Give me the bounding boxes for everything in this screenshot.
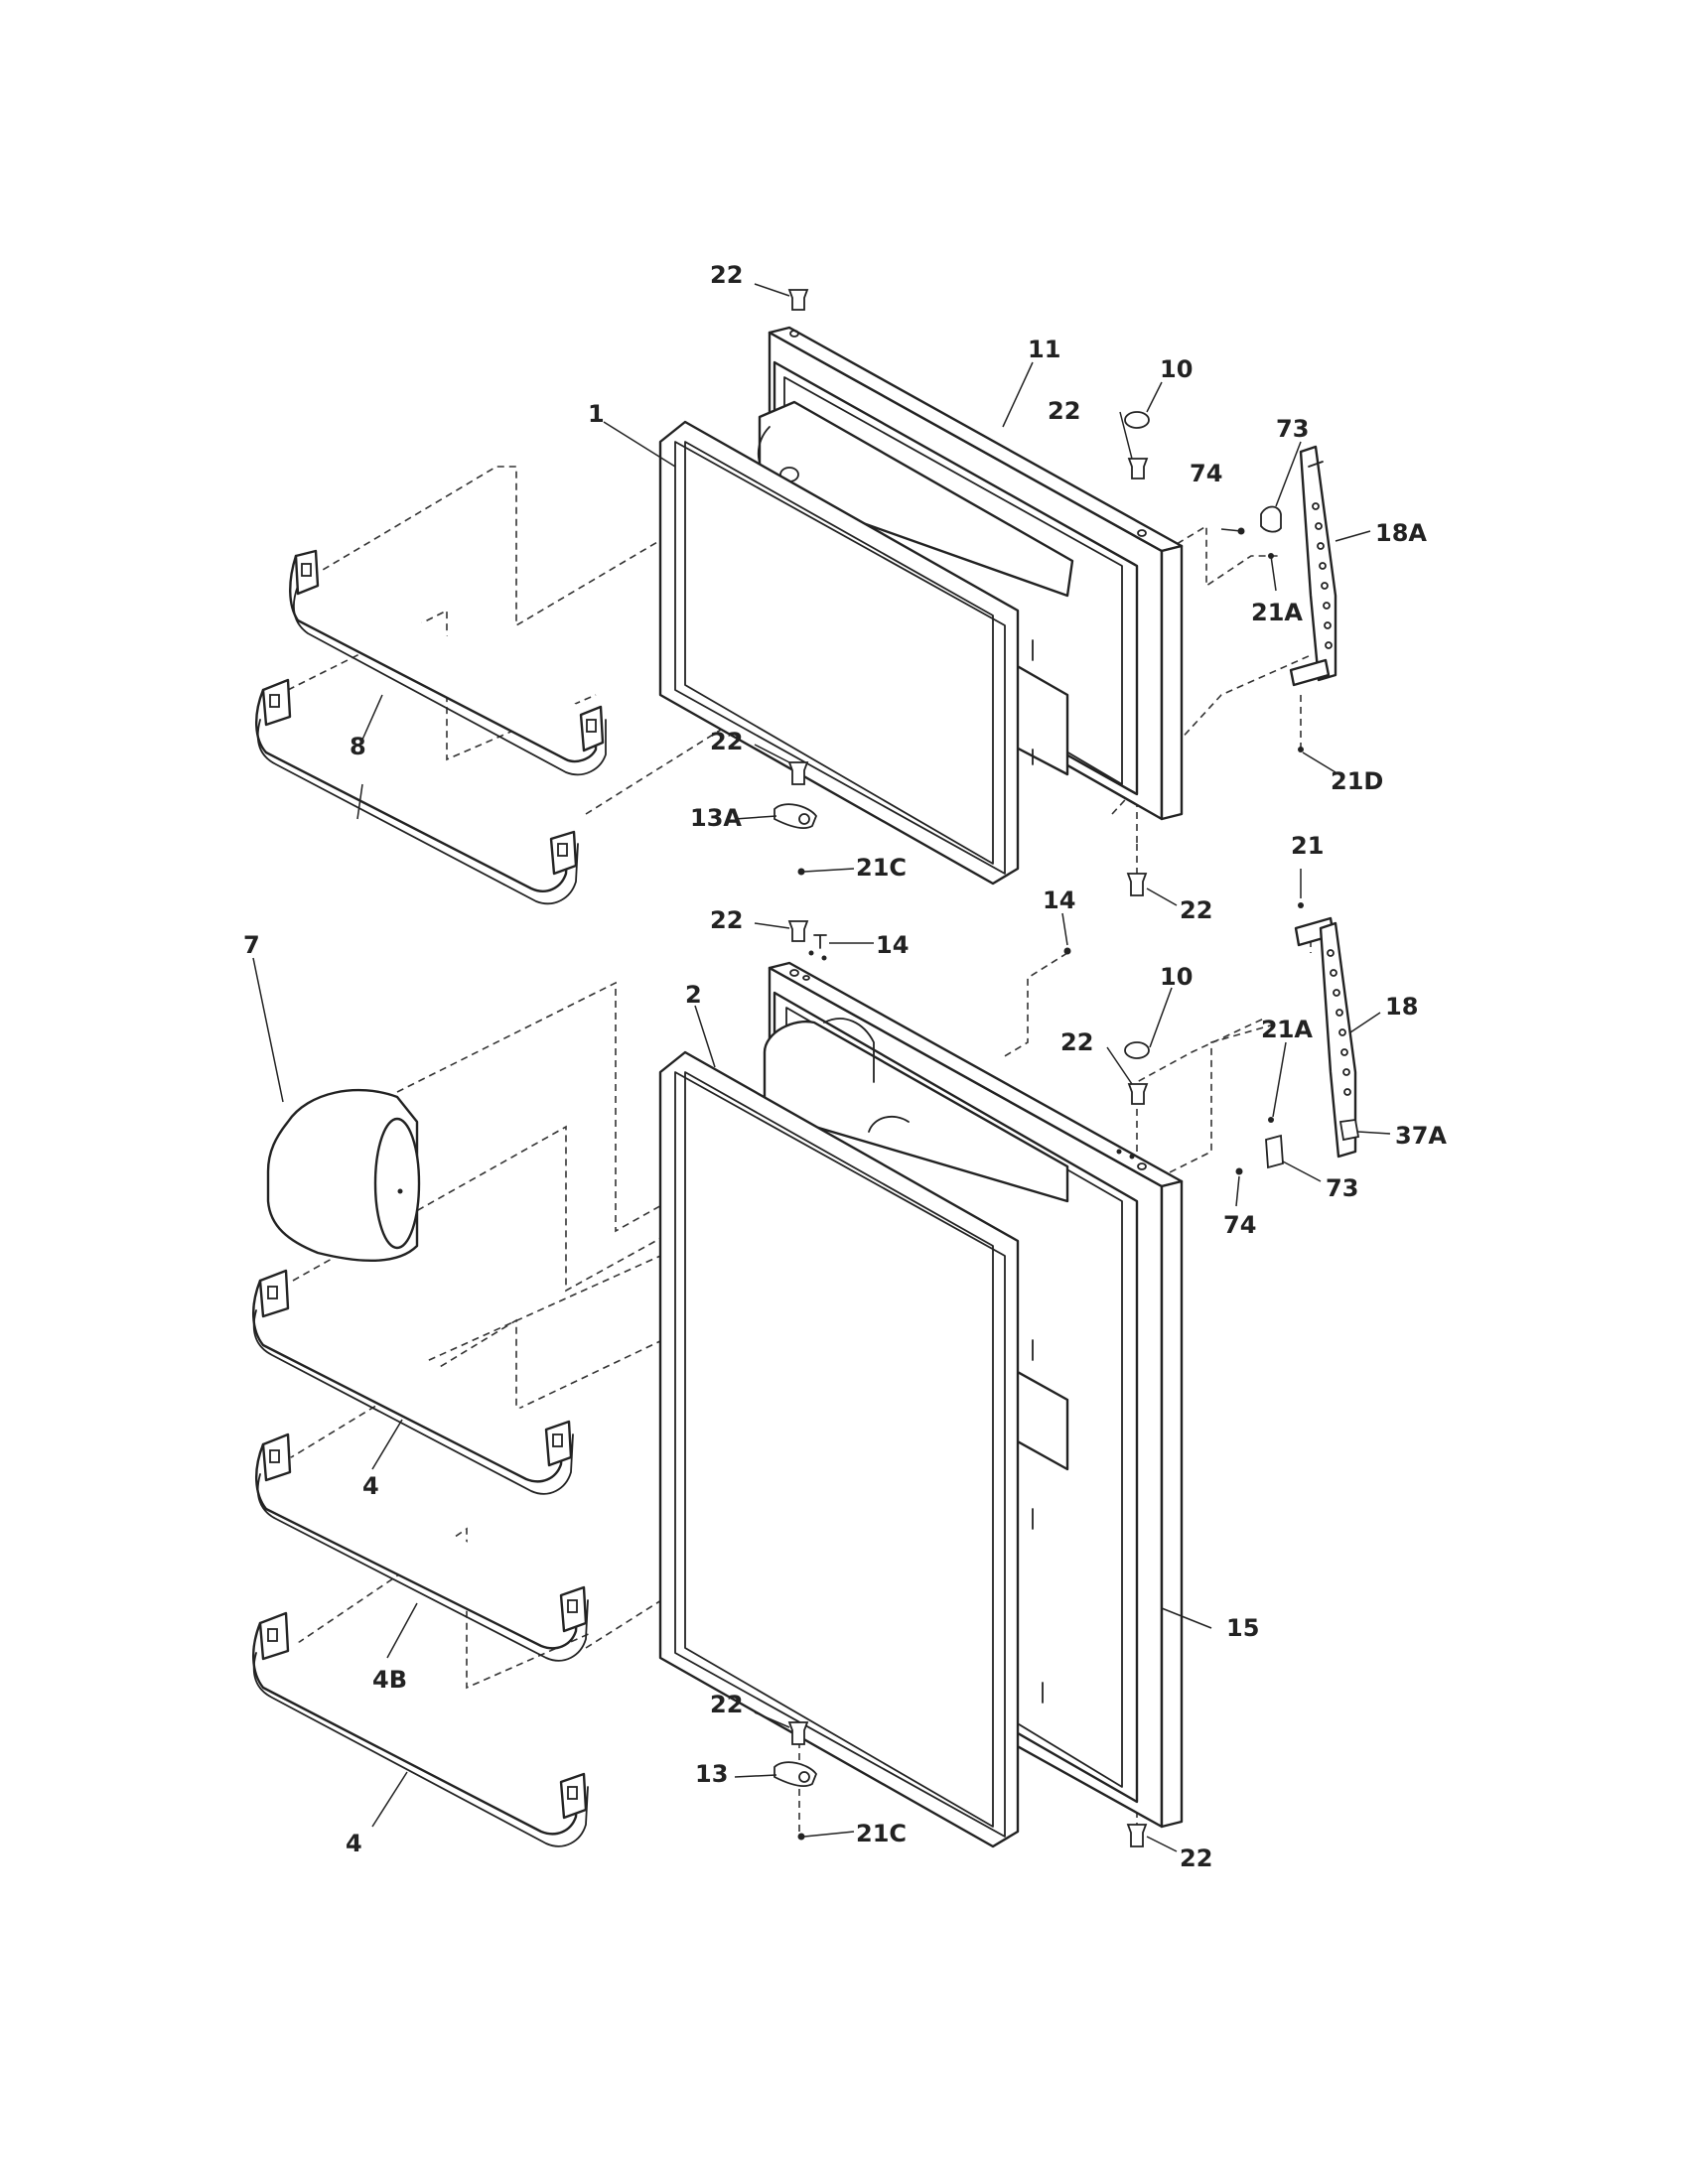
callout-21A-upper: 21A xyxy=(1251,599,1303,626)
callout-21C-upper: 21C xyxy=(856,854,907,882)
callout-74-upper: 74 xyxy=(1190,460,1222,487)
callout-73-lower: 73 xyxy=(1326,1174,1358,1202)
callout-13: 13 xyxy=(695,1760,728,1788)
freezer-door-gasket xyxy=(658,420,1020,886)
door-shelf-upper xyxy=(251,1269,574,1495)
callout-22-upper-right: 22 xyxy=(1048,397,1080,425)
callout-14-right: 14 xyxy=(1043,887,1075,914)
callout-22-upper-bottom-right: 22 xyxy=(1180,896,1212,924)
door-shelf-lower xyxy=(251,1611,589,1847)
callout-4B: 4B xyxy=(372,1666,407,1694)
callout-13A: 13A xyxy=(690,804,742,832)
freezer-hardware xyxy=(774,289,1337,896)
callout-21C-lower: 21C xyxy=(856,1820,907,1847)
freezer-shelf-front xyxy=(254,678,579,905)
callout-10-lower: 10 xyxy=(1160,963,1193,991)
callout-74-lower: 74 xyxy=(1223,1211,1256,1239)
callout-22-lower-top: 22 xyxy=(710,906,743,934)
fresh-food-door-gasket xyxy=(658,1050,1020,1848)
callout-labels: 22 11 10 22 73 74 18A 21A 21D 1 8 22 13A… xyxy=(243,261,1447,1872)
callout-22-top: 22 xyxy=(710,261,743,289)
callout-22-upper-left: 22 xyxy=(710,728,743,755)
callout-4-upper: 4 xyxy=(362,1472,379,1500)
callout-22-lower-bottom-right: 22 xyxy=(1180,1844,1212,1872)
callout-21: 21 xyxy=(1291,832,1324,860)
callout-4-lower: 4 xyxy=(346,1830,362,1857)
callout-73-upper: 73 xyxy=(1276,415,1309,443)
callout-22-lower-right: 22 xyxy=(1060,1028,1093,1056)
callout-37A: 37A xyxy=(1395,1122,1447,1150)
dairy-bin xyxy=(266,1088,421,1262)
callout-15: 15 xyxy=(1226,1614,1259,1642)
freezer-shelf-rear xyxy=(289,549,607,776)
callout-1: 1 xyxy=(588,400,605,428)
callout-18A: 18A xyxy=(1375,519,1427,547)
handle-holes-lower xyxy=(1327,949,1351,1096)
callout-2: 2 xyxy=(685,981,702,1009)
callout-14-left: 14 xyxy=(876,931,909,959)
fresh-food-hardware xyxy=(774,902,1360,1847)
callout-18: 18 xyxy=(1385,993,1418,1021)
callout-leaders xyxy=(252,283,1391,1852)
callout-21A-lower: 21A xyxy=(1261,1016,1313,1043)
callout-11: 11 xyxy=(1028,336,1060,363)
door-shelf-middle xyxy=(254,1433,589,1662)
callout-8: 8 xyxy=(350,733,366,760)
handle-holes xyxy=(1312,502,1333,649)
callout-21D: 21D xyxy=(1331,767,1383,795)
callout-10-upper: 10 xyxy=(1160,355,1193,383)
callout-7: 7 xyxy=(243,931,260,959)
callout-22-lower-left: 22 xyxy=(710,1691,743,1718)
